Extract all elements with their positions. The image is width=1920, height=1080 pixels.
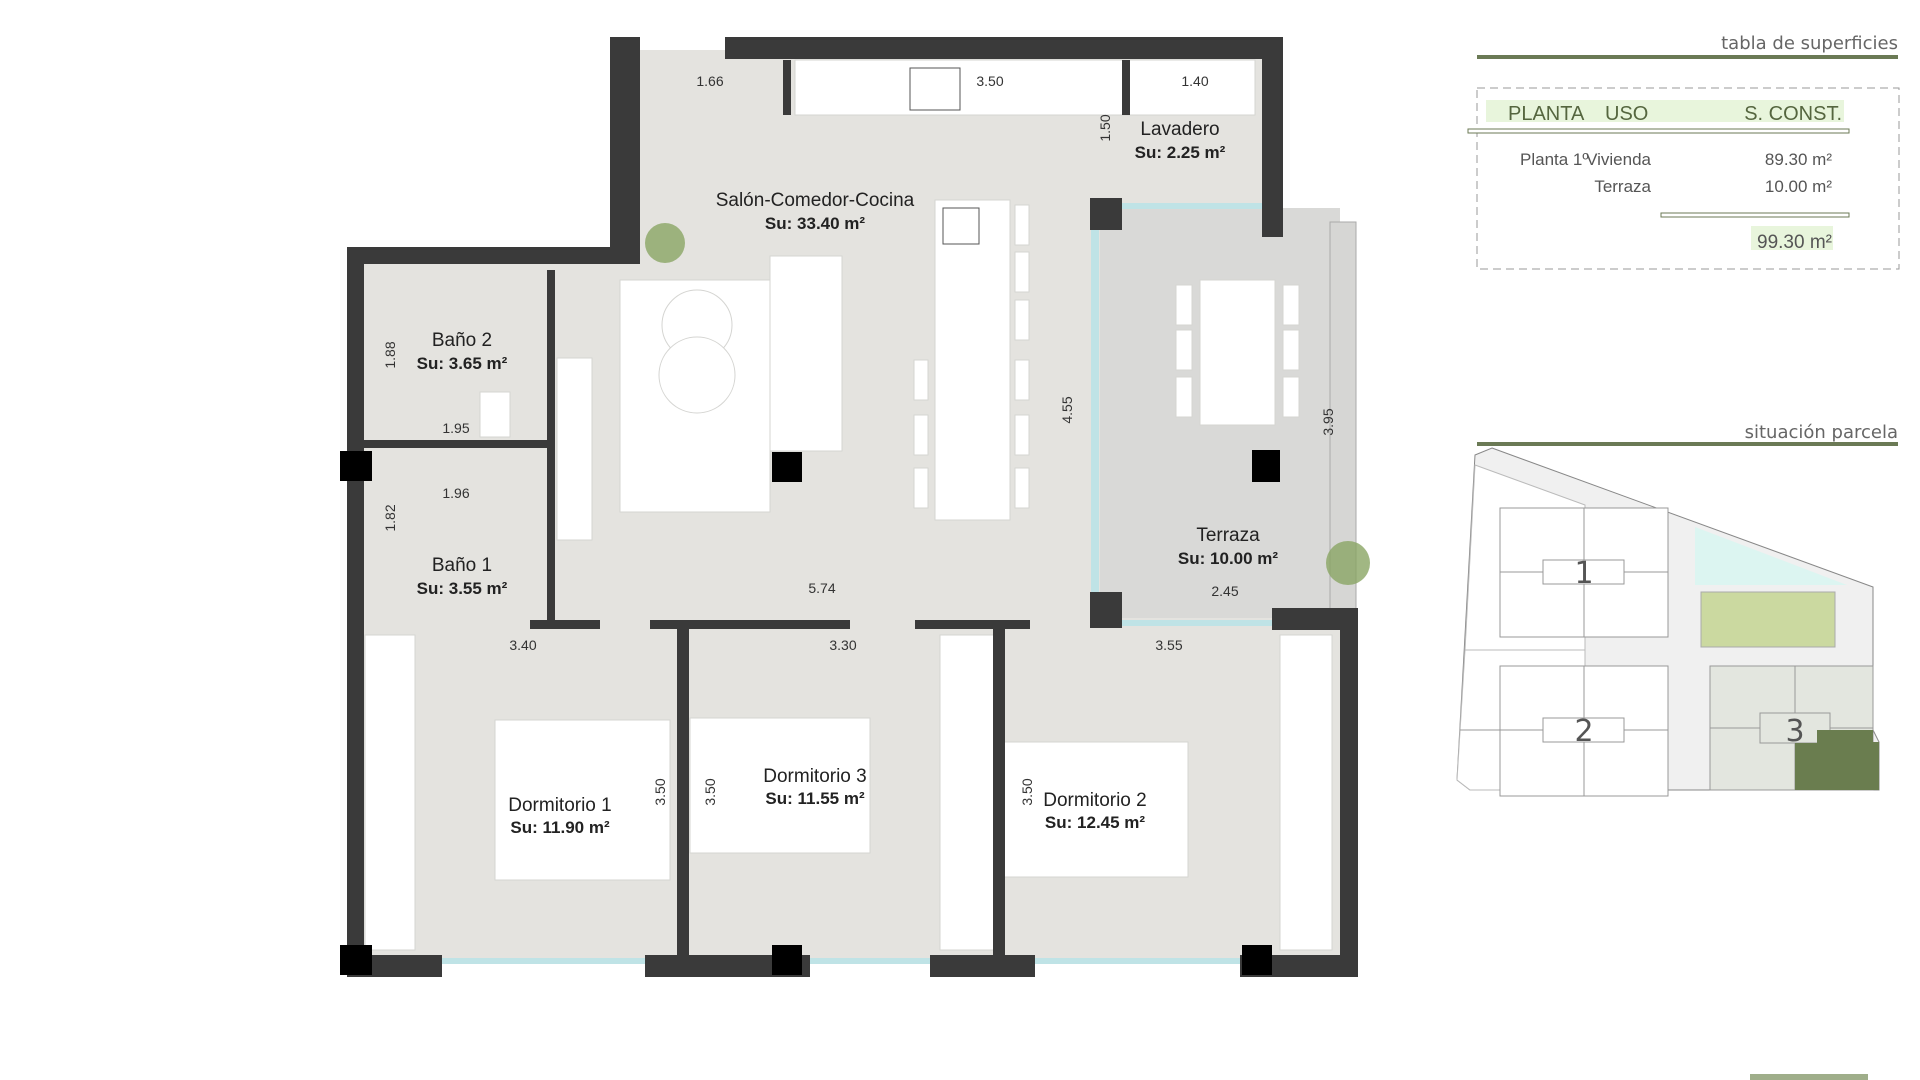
dimension-label: 2.45 bbox=[1211, 583, 1238, 599]
dimension-label: 3.50 bbox=[702, 778, 718, 805]
footer-bar bbox=[1750, 1074, 1868, 1080]
room-area: Su: 12.45 m² bbox=[1045, 813, 1145, 832]
room-area: Su: 11.55 m² bbox=[765, 789, 865, 808]
header-s-const: S. CONST. bbox=[1744, 103, 1842, 125]
room-name: Lavadero bbox=[1140, 119, 1219, 140]
dimensions: 1.66 3.50 1.40 1.50 1.88 1.95 1.96 1.82 … bbox=[382, 73, 1336, 806]
surface-table: tabla de superficies PLANTA USO S. CONST… bbox=[1467, 33, 1900, 270]
row-uso: Vivienda bbox=[1586, 150, 1651, 169]
dimension-label: 3.50 bbox=[652, 778, 668, 805]
plant-icon bbox=[645, 223, 1370, 585]
room-area: Su: 3.65 m² bbox=[417, 354, 508, 373]
dimension-label: 1.88 bbox=[382, 341, 398, 368]
section-title: situación parcela bbox=[1745, 422, 1898, 443]
site-plan: situación parcela 1 2 3 bbox=[1456, 422, 1898, 797]
dimension-label: 1.82 bbox=[382, 504, 398, 531]
dimension-label: 1.50 bbox=[1097, 114, 1113, 141]
dimension-label: 4.55 bbox=[1059, 396, 1075, 423]
dimension-label: 5.74 bbox=[808, 580, 835, 596]
room-area: Su: 10.00 m² bbox=[1178, 549, 1278, 568]
building-number: 1 bbox=[1574, 556, 1593, 591]
walls bbox=[347, 37, 1358, 977]
dimension-label: 3.95 bbox=[1320, 408, 1336, 435]
row-uso: Terraza bbox=[1594, 177, 1651, 196]
building-number: 3 bbox=[1785, 714, 1804, 749]
columns bbox=[340, 450, 1280, 975]
section-title: tabla de superficies bbox=[1721, 33, 1898, 54]
room-area: Su: 2.25 m² bbox=[1135, 143, 1226, 162]
dimension-label: 3.50 bbox=[976, 73, 1003, 89]
dimension-label: 3.50 bbox=[1019, 778, 1035, 805]
room-name: Dormitorio 2 bbox=[1043, 790, 1146, 811]
total-surface: 99.30 m² bbox=[1757, 232, 1832, 253]
room-name: Dormitorio 3 bbox=[763, 766, 866, 787]
room-area: Su: 11.90 m² bbox=[510, 818, 610, 837]
room-name: Salón-Comedor-Cocina bbox=[716, 190, 915, 211]
dimension-label: 3.30 bbox=[829, 637, 856, 653]
dimension-label: 1.95 bbox=[442, 420, 469, 436]
furniture bbox=[364, 59, 1333, 951]
row-superficie: 10.00 m² bbox=[1765, 177, 1832, 196]
room-name: Baño 2 bbox=[432, 330, 492, 351]
room-area: Su: 33.40 m² bbox=[765, 214, 865, 233]
dimension-label: 1.96 bbox=[442, 485, 469, 501]
dimension-label: 1.40 bbox=[1181, 73, 1208, 89]
room-name: Baño 1 bbox=[432, 555, 492, 576]
room-name: Dormitorio 1 bbox=[508, 795, 611, 816]
building-number: 2 bbox=[1574, 714, 1593, 749]
dimension-label: 3.40 bbox=[509, 637, 536, 653]
dimension-label: 1.66 bbox=[696, 73, 723, 89]
room-name: Terraza bbox=[1196, 525, 1260, 546]
header-uso: USO bbox=[1605, 103, 1648, 125]
header-planta: PLANTA bbox=[1508, 103, 1585, 125]
room-area: Su: 3.55 m² bbox=[417, 579, 508, 598]
row-planta: Planta 1º bbox=[1520, 150, 1589, 169]
dimension-label: 3.55 bbox=[1155, 637, 1182, 653]
row-superficie: 89.30 m² bbox=[1765, 150, 1832, 169]
selected-unit bbox=[1795, 730, 1879, 790]
windows bbox=[442, 203, 1272, 964]
